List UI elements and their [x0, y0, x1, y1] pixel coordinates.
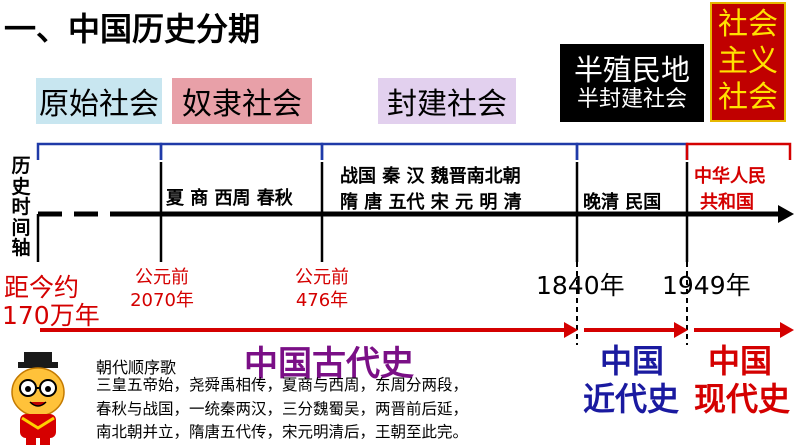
period-contemporary-line1: 中国	[708, 342, 773, 380]
arrow-modern-head	[674, 322, 688, 338]
date-1840: 1840年	[536, 271, 625, 300]
dynasties-feudal-line2: 隋 唐 五代 宋 元 明 清	[340, 192, 522, 213]
stage-feudal-society: 封建社会	[378, 78, 516, 124]
stage-primitive-society: 原始社会	[36, 78, 162, 124]
poem-line-2: 春秋与战国，一统秦两汉，三分魏蜀吴，两晋前后延，	[96, 399, 469, 418]
semi-colonial-line1: 半殖民地	[573, 52, 690, 87]
period-ancient: 中国古代史	[244, 344, 414, 384]
dynasties-modern: 晚清 民国	[583, 192, 662, 213]
date-2070bc: 公元前 2070年	[124, 266, 200, 313]
date-476bc-line2: 476年	[295, 290, 349, 312]
period-modern-line2: 近代史	[583, 380, 680, 418]
date-2070bc-line2: 2070年	[130, 290, 194, 312]
date-2070bc-line1: 公元前	[135, 267, 189, 288]
poem-body: 三皇五帝始，尧舜禹相传，夏商与西周，东周分两段， 春秋与战国，一统秦两汉，三分魏…	[96, 374, 468, 445]
axis-label-char-1: 历	[11, 155, 31, 177]
brace-feudal	[320, 142, 579, 160]
axis-label-char-5: 轴	[11, 237, 31, 260]
dynasties-prc-line2: 共和国	[700, 192, 754, 213]
date-start-line2: 170万年	[2, 301, 100, 330]
axis-label-char-3: 时	[11, 196, 31, 219]
date-1949: 1949年	[662, 271, 751, 300]
dynasties-slave: 夏 商 西周 春秋	[166, 188, 293, 209]
brace-primitive	[36, 142, 163, 160]
date-476bc-line1: 公元前	[295, 267, 349, 288]
stage-semi-colonial: 半殖民地 半封建社会	[560, 44, 704, 122]
page-title: 一、中国历史分期	[4, 10, 261, 48]
arrow-contemporary-head	[780, 322, 794, 338]
socialist-line2: 主义	[718, 43, 778, 79]
brace-slave	[159, 142, 324, 160]
dynasties-prc-line1: 中华人民	[694, 166, 766, 187]
poem-title: 朝代顺序歌	[96, 358, 177, 377]
date-476bc: 公元前 476年	[286, 266, 358, 313]
poem-line-1: 三皇五帝始，尧舜禹相传，夏商与西周，东周分两段，	[96, 376, 469, 394]
brace-contemporary	[685, 142, 792, 160]
period-modern-line1: 中国	[600, 342, 665, 380]
axis-label: 历 史 时 间 轴	[8, 156, 34, 259]
axis-arrowhead	[778, 205, 794, 223]
socialist-line3: 社会	[718, 80, 778, 116]
stage-socialist-society: 社会 主义 社会	[710, 2, 786, 122]
axis-label-char-4: 间	[11, 216, 31, 239]
poem-line-3: 南北朝并立，隋唐五代传，宋元明清后，王朝至此完。	[96, 423, 469, 441]
dynasties-feudal-line1: 战国 秦 汉 魏晋南北朝	[340, 166, 521, 187]
semi-colonial-line2: 半封建社会	[576, 87, 687, 113]
mascot-icon	[11, 352, 65, 445]
stage-slave-society: 奴隶社会	[172, 78, 312, 124]
axis-label-char-2: 史	[11, 175, 31, 198]
socialist-line1: 社会	[718, 7, 778, 43]
period-contemporary-line2: 现代史	[694, 380, 791, 418]
date-start-line1: 距今约	[4, 273, 80, 302]
arrow-ancient-head	[564, 322, 578, 338]
brace-modern	[575, 142, 689, 160]
